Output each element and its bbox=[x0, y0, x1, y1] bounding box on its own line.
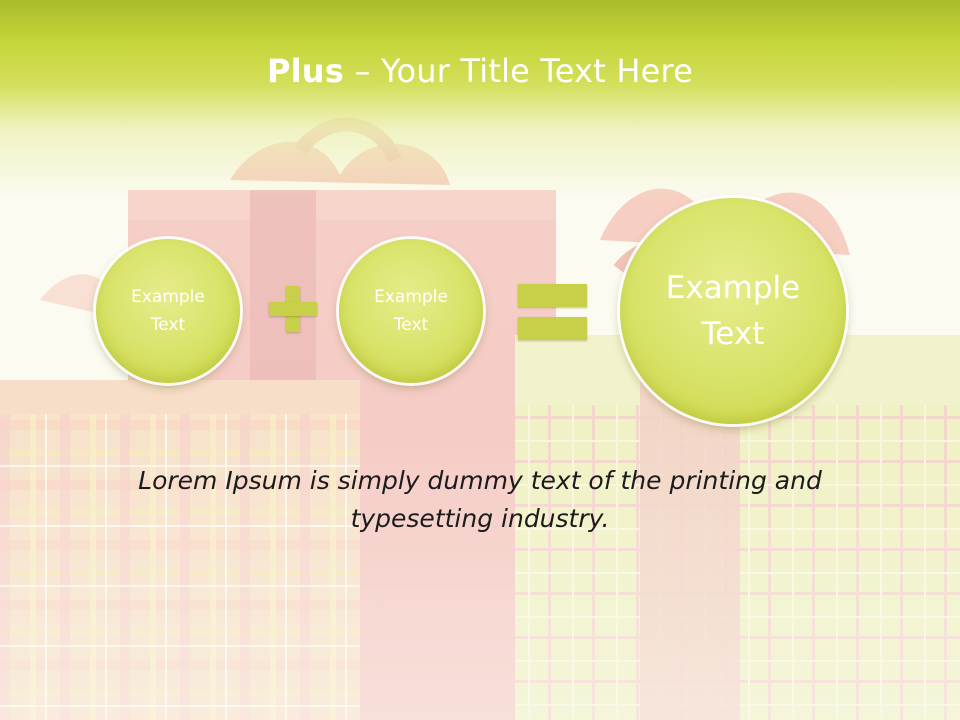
title-band bbox=[0, 0, 960, 200]
slide-title: Plus – Your Title Text Here bbox=[0, 52, 960, 90]
circle-result-line2: Text bbox=[701, 316, 765, 352]
body-text: Lorem Ipsum is simply dummy text of the … bbox=[138, 466, 822, 533]
circle-second: Example Text bbox=[339, 239, 483, 383]
circle-first-line2: Text bbox=[150, 315, 186, 335]
circle-second-line1: Example bbox=[374, 287, 448, 307]
circle-result: Example Text bbox=[620, 198, 846, 424]
circle-result-line1: Example bbox=[665, 270, 801, 306]
circle-second-line2: Text bbox=[393, 315, 429, 335]
plus-horizontal-bar bbox=[269, 302, 317, 316]
equals-bottom-bar bbox=[518, 317, 587, 340]
equals-top-bar bbox=[518, 284, 587, 307]
circle-first-line1: Example bbox=[131, 287, 205, 307]
title-bold: Plus bbox=[266, 52, 345, 90]
title-rest: – Your Title Text Here bbox=[344, 52, 694, 90]
circle-first: Example Text bbox=[96, 239, 240, 383]
